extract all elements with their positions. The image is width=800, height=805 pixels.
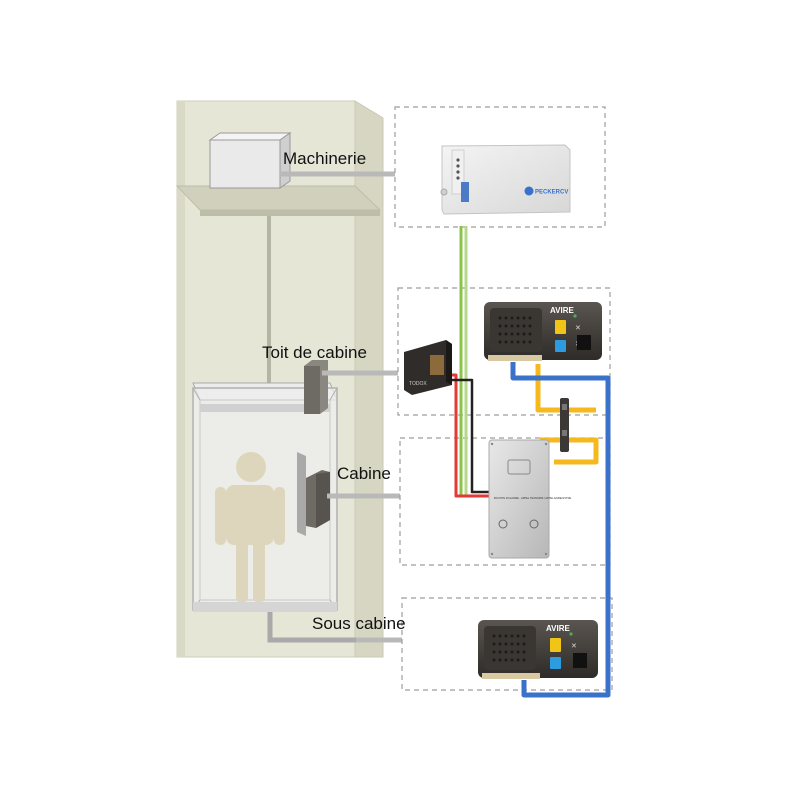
intercom-brand-2: AVIRE — [546, 624, 571, 633]
cabin-control-panel: BOUTON D'ALARME - APPEL TRANSMIS / APPEL… — [488, 439, 571, 559]
wire-red — [448, 373, 490, 498]
status-button-blue-2 — [550, 657, 561, 669]
panel-caption: BOUTON D'ALARME - APPEL TRANSMIS / APPEL… — [494, 496, 571, 500]
wire-blue — [510, 362, 611, 698]
label-machinerie: Machinerie — [283, 149, 367, 168]
label-toit-de-cabine: Toit de cabine — [262, 343, 367, 362]
person-silhouette — [215, 452, 285, 602]
roof-device-on-cabin — [304, 360, 328, 414]
elevator-shaft — [175, 100, 384, 658]
alarm-button-yellow — [555, 320, 566, 334]
linking-device — [560, 398, 569, 452]
roof-module-brand: TODOX — [409, 381, 427, 387]
machinery-box — [208, 132, 292, 189]
svg-text:✕: ✕ — [571, 642, 577, 650]
intercom-module-top: AVIRE ✕ ✕ — [484, 302, 602, 361]
label-sous-cabine: Sous cabine — [312, 614, 406, 633]
gateway-brand: PECKERCV — [535, 190, 568, 196]
roof-module: TODOX — [404, 340, 452, 395]
cabin-panel-on-wall — [297, 452, 330, 536]
wire-black — [452, 378, 490, 494]
label-cabine: Cabine — [337, 464, 391, 483]
gateway-device: PECKERCV — [440, 144, 571, 215]
gateway-logo-icon — [524, 186, 534, 196]
leader-lines — [280, 171, 402, 643]
intercom-brand: AVIRE — [550, 306, 575, 315]
alarm-button-yellow-2 — [550, 638, 561, 652]
status-button-blue — [555, 340, 566, 352]
svg-text:✕: ✕ — [575, 324, 581, 332]
intercom-module-bottom: AVIRE ✕ — [478, 620, 598, 679]
